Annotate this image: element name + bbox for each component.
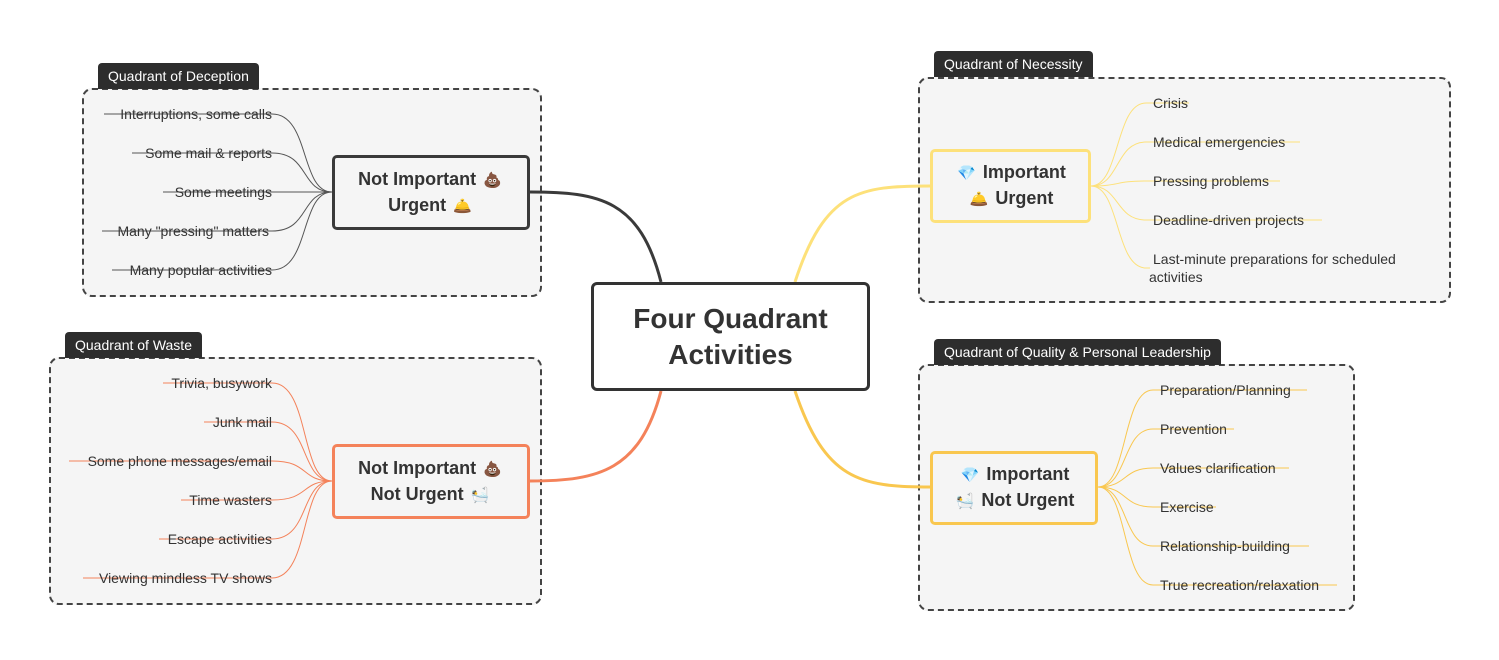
branch-necessity xyxy=(793,184,931,283)
branch-deception xyxy=(529,190,663,283)
bath-icon: 🛀 xyxy=(470,486,490,504)
leaf-topic[interactable]: Time wasters xyxy=(189,492,272,508)
subbranch-line xyxy=(159,480,333,540)
leaf-topic[interactable]: Deadline-driven projects xyxy=(1153,212,1304,228)
leaf-topic[interactable]: Relationship-building xyxy=(1160,538,1290,554)
subbranch-line xyxy=(83,480,333,579)
subbranch-line xyxy=(1097,428,1234,488)
leaf-topic[interactable]: Interruptions, some calls xyxy=(120,106,272,122)
leaf-topic[interactable]: Many popular activities xyxy=(129,262,272,278)
subbranch-line xyxy=(1097,389,1307,488)
poop-icon: 💩 xyxy=(483,171,502,189)
leaf-topic[interactable]: Trivia, busywork xyxy=(171,375,272,391)
subbranch-line xyxy=(1097,486,1309,547)
subbranch-line xyxy=(204,421,333,482)
leaf-topic[interactable]: Prevention xyxy=(1160,421,1227,437)
subbranch-line xyxy=(1090,185,1150,269)
subbranch-line xyxy=(1097,467,1289,488)
leaf-topic[interactable]: Values clarification xyxy=(1160,460,1276,476)
node-title-line2: Not Urgent xyxy=(370,483,464,504)
leaf-topic[interactable]: Last-minute preparations for scheduled a… xyxy=(1149,251,1396,285)
leaf-topic[interactable]: Escape activities xyxy=(167,531,272,547)
central-topic-line2: Activities xyxy=(668,338,793,370)
subbranch-line xyxy=(181,480,333,501)
subbranch-line xyxy=(104,113,333,193)
branch-waste xyxy=(529,390,663,483)
node-important-not-urgent[interactable]: 💎 Important 🛀 Not Urgent xyxy=(930,451,1098,525)
leaf-topic[interactable]: Viewing mindless TV shows xyxy=(98,570,272,586)
leaf-topic[interactable]: Junk mail xyxy=(212,414,272,430)
leaf-topic[interactable]: Some meetings xyxy=(174,184,272,200)
subbranch-line xyxy=(132,152,333,193)
node-important-urgent[interactable]: 💎 Important 🛎️ Urgent xyxy=(930,149,1091,223)
node-title-line1: Not Important xyxy=(358,168,477,189)
leaf-topic[interactable]: Exercise xyxy=(1160,499,1214,515)
leaf-topic[interactable]: Many "pressing" matters xyxy=(117,223,269,239)
subbranch-line xyxy=(1090,141,1300,187)
leaf-topic[interactable]: Medical emergencies xyxy=(1153,134,1286,150)
subbranch-line xyxy=(102,191,333,232)
leaf-topic[interactable]: Crisis xyxy=(1153,95,1188,111)
leaf-topic[interactable]: Some phone messages/email xyxy=(87,453,272,469)
leaf-topic[interactable]: True recreation/relaxation xyxy=(1160,577,1320,593)
bath-icon: 🛀 xyxy=(955,493,975,510)
node-title-line1: Important xyxy=(982,162,1066,182)
leaf-topic[interactable]: Some mail & reports xyxy=(145,145,272,161)
leaf-topic[interactable]: Pressing problems xyxy=(1153,173,1269,189)
leaf-topic[interactable]: Preparation/Planning xyxy=(1160,382,1291,398)
quality-group-label: Quadrant of Quality & Personal Leadershi… xyxy=(934,339,1221,365)
central-topic[interactable]: Four Quadrant Activities xyxy=(591,282,870,391)
node-not-important-not-urgent[interactable]: Not Important 💩 Not Urgent 🛀 xyxy=(332,444,530,519)
gem-icon: 💎 xyxy=(960,467,980,484)
subbranch-line xyxy=(163,382,333,482)
node-title-line2: Not Urgent xyxy=(981,490,1075,510)
subbranch-line xyxy=(1097,486,1337,586)
subbranch-line xyxy=(1090,185,1322,221)
bell-icon: 🛎️ xyxy=(969,191,989,208)
waste-group-label: Quadrant of Waste xyxy=(65,332,202,358)
bell-icon: 🛎️ xyxy=(453,197,472,215)
poop-icon: 💩 xyxy=(483,460,502,478)
subbranch-line xyxy=(1090,180,1280,187)
subbranch-line xyxy=(1090,102,1189,187)
branch-quality xyxy=(793,390,931,489)
subbranch-line xyxy=(112,191,333,271)
subbranch-line xyxy=(69,460,333,482)
node-title-line1: Not Important xyxy=(358,457,477,478)
gem-icon: 💎 xyxy=(957,165,976,182)
node-not-important-urgent[interactable]: Not Important 💩 Urgent 🛎️ xyxy=(332,155,530,230)
subbranch-line xyxy=(1097,486,1216,508)
node-title-line1: Important xyxy=(986,464,1070,484)
node-title-line2: Urgent xyxy=(995,188,1054,208)
necessity-group-label: Quadrant of Necessity xyxy=(934,51,1093,77)
node-title-line2: Urgent xyxy=(388,194,447,215)
deception-group-label: Quadrant of Deception xyxy=(98,63,259,89)
central-topic-line1: Four Quadrant xyxy=(633,302,828,334)
